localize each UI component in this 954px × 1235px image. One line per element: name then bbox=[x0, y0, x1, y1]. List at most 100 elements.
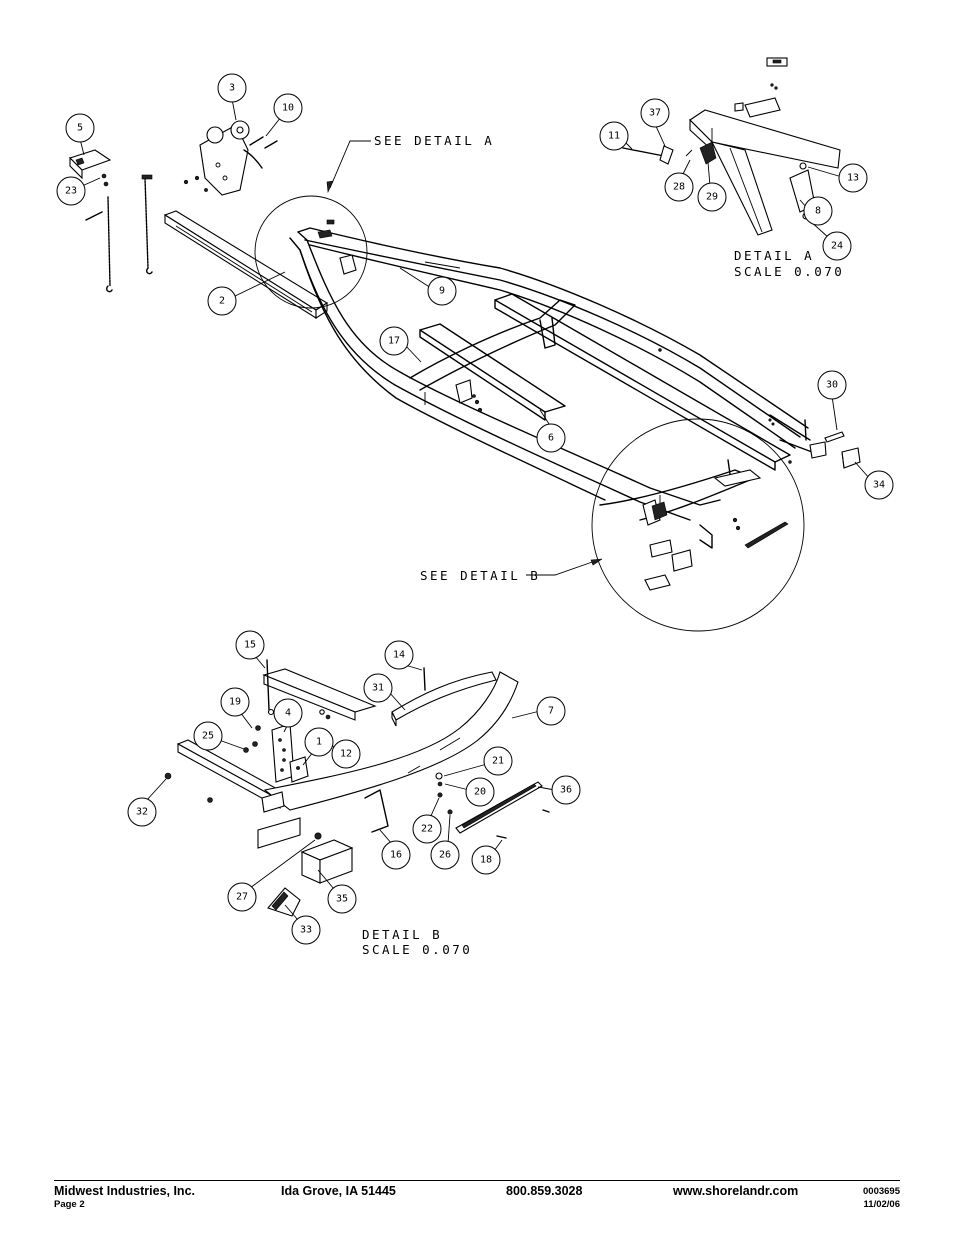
bubble-circle bbox=[822, 231, 852, 261]
bubble-circle bbox=[664, 172, 694, 202]
bubble-circle bbox=[273, 93, 303, 123]
company-city: Ida Grove, IA 51445 bbox=[281, 1184, 396, 1198]
detail-b-circle bbox=[591, 418, 805, 632]
bubble-label: 4 bbox=[285, 708, 291, 719]
bubble-label: 31 bbox=[372, 683, 384, 694]
bubble-circle bbox=[817, 370, 847, 400]
bubble-label: 23 bbox=[65, 186, 77, 197]
company-phone: 800.859.3028 bbox=[506, 1184, 583, 1198]
bubble-circle bbox=[384, 640, 414, 670]
bubble-circle bbox=[220, 687, 250, 717]
bubble-circle bbox=[412, 814, 442, 844]
part-bubble-25: 25 bbox=[193, 721, 223, 751]
bubble-label: 10 bbox=[282, 103, 294, 114]
bubble-label: 24 bbox=[831, 241, 843, 252]
part-bubble-6: 6 bbox=[536, 423, 566, 453]
part-bubble-1: 1 bbox=[304, 727, 334, 757]
part-bubble-13: 13 bbox=[838, 163, 868, 193]
part-bubble-9: 9 bbox=[427, 276, 457, 306]
bubble-label: 26 bbox=[439, 850, 451, 861]
bubble-label: 15 bbox=[244, 640, 256, 651]
part-bubble-15: 15 bbox=[235, 630, 265, 660]
part-bubble-21: 21 bbox=[483, 746, 513, 776]
bubble-circle bbox=[536, 423, 566, 453]
part-bubble-22: 22 bbox=[412, 814, 442, 844]
bubble-circle bbox=[207, 286, 237, 316]
page-footer: Midwest Industries, Inc. Page 2 Ida Grov… bbox=[54, 1180, 900, 1221]
bubble-label: 30 bbox=[826, 380, 838, 391]
part-bubble-19: 19 bbox=[220, 687, 250, 717]
bubble-circle bbox=[465, 777, 495, 807]
bubble-circle bbox=[235, 630, 265, 660]
bubble-circle bbox=[331, 739, 361, 769]
document-date: 11/02/06 bbox=[863, 1199, 900, 1210]
document-number: 0003695 bbox=[863, 1186, 900, 1197]
bubble-label: 33 bbox=[300, 925, 312, 936]
tongue-bar bbox=[163, 210, 329, 320]
part-bubble-7: 7 bbox=[536, 696, 566, 726]
part-bubble-8: 8 bbox=[803, 196, 833, 226]
part-bubble-36: 36 bbox=[551, 775, 581, 805]
bubble-label: 27 bbox=[236, 892, 248, 903]
detail-a-scale: SCALE 0.070 bbox=[734, 264, 844, 279]
bubble-circle bbox=[127, 797, 157, 827]
callout-leaders bbox=[326, 140, 603, 576]
part-bubble-33: 33 bbox=[291, 915, 321, 945]
see-detail-b-label: SEE DETAIL B bbox=[420, 568, 540, 583]
bubble-label: 6 bbox=[548, 433, 554, 444]
bubble-circle bbox=[838, 163, 868, 193]
part-bubble-14: 14 bbox=[384, 640, 414, 670]
bubble-label: 35 bbox=[336, 894, 348, 905]
part-bubble-5: 5 bbox=[65, 113, 95, 143]
part-bubble-20: 20 bbox=[465, 777, 495, 807]
bubble-circle bbox=[304, 727, 334, 757]
left-frame-rail bbox=[289, 231, 721, 521]
part-bubble-2: 2 bbox=[207, 286, 237, 316]
bubble-circle bbox=[640, 98, 670, 128]
part-bubble-23: 23 bbox=[56, 176, 86, 206]
bubble-circle bbox=[536, 696, 566, 726]
bubble-label: 20 bbox=[474, 787, 486, 798]
right-frame-rail bbox=[297, 227, 809, 449]
bubble-circle bbox=[430, 840, 460, 870]
part-bubble-10: 10 bbox=[273, 93, 303, 123]
bubble-label: 36 bbox=[560, 785, 572, 796]
part-bubble-30: 30 bbox=[817, 370, 847, 400]
bubble-circle bbox=[291, 915, 321, 945]
main-frame-assembly bbox=[163, 195, 861, 632]
detail-b-view bbox=[164, 659, 550, 917]
bubble-label: 22 bbox=[421, 824, 433, 835]
bubble-circle bbox=[193, 721, 223, 751]
bubble-circle bbox=[56, 176, 86, 206]
bubble-label: 1 bbox=[316, 737, 322, 748]
bubble-label: 2 bbox=[219, 296, 225, 307]
part-bubble-32: 32 bbox=[127, 797, 157, 827]
page-number: Page 2 bbox=[54, 1199, 85, 1210]
part-bubble-4: 4 bbox=[273, 698, 303, 728]
bubble-label: 9 bbox=[439, 286, 445, 297]
bubble-circle bbox=[483, 746, 513, 776]
bubble-circle bbox=[471, 845, 501, 875]
bubble-label: 32 bbox=[136, 807, 148, 818]
part-bubble-27: 27 bbox=[227, 882, 257, 912]
bubble-label: 29 bbox=[706, 192, 718, 203]
bubble-label: 18 bbox=[480, 855, 492, 866]
bubble-circle bbox=[599, 121, 629, 151]
bubble-circle bbox=[803, 196, 833, 226]
part-bubble-11: 11 bbox=[599, 121, 629, 151]
bubble-circle bbox=[327, 884, 357, 914]
bubble-label: 3 bbox=[229, 83, 235, 94]
part-bubble-12: 12 bbox=[331, 739, 361, 769]
coupler-assembly bbox=[68, 149, 112, 221]
detail-b-title: DETAIL B bbox=[362, 927, 442, 942]
bubble-label: 25 bbox=[202, 731, 214, 742]
detail-b-scale: SCALE 0.070 bbox=[362, 942, 472, 957]
bubble-circle bbox=[381, 840, 411, 870]
bubble-label: 16 bbox=[390, 850, 402, 861]
part-bubble-34: 34 bbox=[864, 470, 894, 500]
bubble-label: 11 bbox=[608, 131, 620, 142]
bubble-label: 28 bbox=[673, 182, 685, 193]
cross-members bbox=[409, 293, 821, 521]
bubble-label: 19 bbox=[229, 697, 241, 708]
